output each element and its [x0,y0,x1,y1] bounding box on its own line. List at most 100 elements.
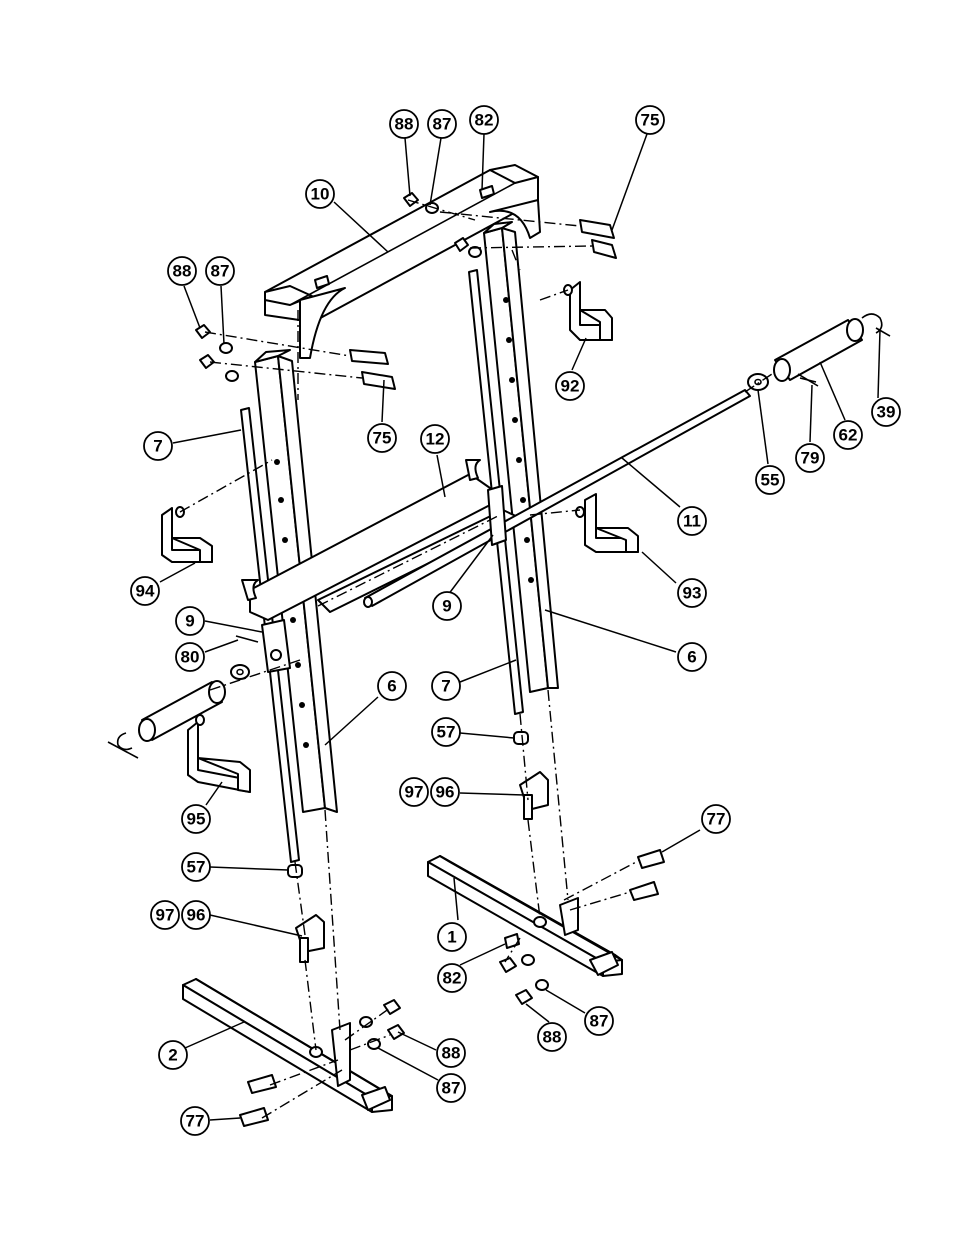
callout-88-lower-left: 88 [436,1038,466,1068]
svg-text:57: 57 [437,723,456,742]
long-rod-part-11 [363,389,751,608]
j-hook-part-94 [161,506,213,563]
leader-lines [159,133,881,1121]
callout-55: 55 [755,465,785,495]
svg-text:87: 87 [211,262,230,281]
svg-text:9: 9 [442,597,451,616]
svg-text:10: 10 [311,185,330,204]
svg-text:88: 88 [173,262,192,281]
callout-7-right: 7 [431,671,461,701]
callout-77-right: 77 [701,804,731,834]
callout-88-top-2: 88 [167,256,197,286]
callout-87-top-1: 87 [427,109,457,139]
right-upright-part-6 [483,221,559,693]
svg-text:97: 97 [405,783,424,802]
bracket-part-9-right [487,485,507,546]
svg-text:87: 87 [590,1012,609,1031]
svg-text:39: 39 [877,403,896,422]
right-roller-part-62 [773,313,891,382]
svg-text:82: 82 [475,111,494,130]
callout-88-top-1: 88 [389,109,419,139]
assembly-lines [179,199,776,1119]
svg-text:55: 55 [761,471,780,490]
svg-text:93: 93 [683,584,702,603]
foot-bracket-left [295,914,325,963]
nuts-washers-top [195,192,482,382]
callout-93: 93 [677,578,707,608]
callout-11: 11 [677,506,707,536]
svg-text:6: 6 [687,648,696,667]
callout-10: 10 [305,179,335,209]
j-hook-part-92 [563,281,613,341]
bolts-part-77 [239,849,665,1127]
svg-text:96: 96 [187,906,206,925]
callout-88-lower-right: 88 [537,1022,567,1052]
callout-77-left: 77 [180,1106,210,1136]
bolts-part-75-top [349,219,617,390]
callout-9-left: 9 [175,606,205,636]
svg-text:88: 88 [395,115,414,134]
svg-text:79: 79 [801,449,820,468]
spacer-part-57-right [513,731,529,745]
svg-text:77: 77 [707,810,726,829]
j-hook-part-95 [187,714,251,793]
svg-text:87: 87 [442,1079,461,1098]
svg-text:96: 96 [436,783,455,802]
j-hook-part-93 [575,493,639,553]
svg-text:62: 62 [839,426,858,445]
svg-text:77: 77 [186,1112,205,1131]
callout-82-top: 82 [469,105,499,135]
callout-1: 1 [437,922,467,952]
svg-text:80: 80 [181,648,200,667]
callout-75-top: 75 [635,105,665,135]
svg-text:97: 97 [156,906,175,925]
callout-9-right: 9 [432,591,462,621]
svg-text:87: 87 [433,115,452,134]
callout-95: 95 [181,804,211,834]
svg-text:1: 1 [447,928,456,947]
svg-text:7: 7 [153,437,162,456]
svg-text:6: 6 [387,677,396,696]
svg-text:75: 75 [641,111,660,130]
left-base-part-2 [182,978,393,1113]
svg-text:94: 94 [136,582,155,601]
callout-82-lower: 82 [437,963,467,993]
bracket-part-9-left [235,619,291,673]
left-roller [107,664,250,759]
svg-text:7: 7 [441,677,450,696]
callout-94: 94 [130,576,160,606]
foot-bracket-right [519,771,549,820]
top-frame-part-10 [264,164,541,359]
callout-6-right: 6 [677,642,707,672]
svg-text:75: 75 [373,429,392,448]
svg-text:88: 88 [442,1044,461,1063]
svg-text:11: 11 [683,512,701,531]
callout-12: 12 [420,424,450,454]
svg-text:92: 92 [561,377,580,396]
callout-57-right: 57 [431,717,461,747]
right-base-part-1 [427,855,623,977]
bolt-part-79 [797,373,819,387]
callout-57-left: 57 [181,852,211,882]
callout-7-left: 7 [143,431,173,461]
svg-text:12: 12 [426,430,445,449]
callout-79: 79 [795,443,825,473]
callout-87-lower-left: 87 [436,1073,466,1103]
callout-75-left: 75 [367,423,397,453]
callout-96-left: 96 [181,900,211,930]
callout-39: 39 [871,397,901,427]
svg-text:82: 82 [443,969,462,988]
callout-87-lower-right: 87 [584,1006,614,1036]
hardware-lower [359,933,549,1050]
callout-80: 80 [175,642,205,672]
svg-text:9: 9 [185,612,194,631]
svg-text:2: 2 [168,1046,177,1065]
callout-96-right: 96 [430,777,460,807]
callout-87-top-2: 87 [205,256,235,286]
callout-97-right: 97 [399,777,429,807]
svg-text:88: 88 [543,1028,562,1047]
callout-97-left: 97 [150,900,180,930]
safety-bar-part-12 [241,459,521,621]
svg-text:95: 95 [187,810,206,829]
